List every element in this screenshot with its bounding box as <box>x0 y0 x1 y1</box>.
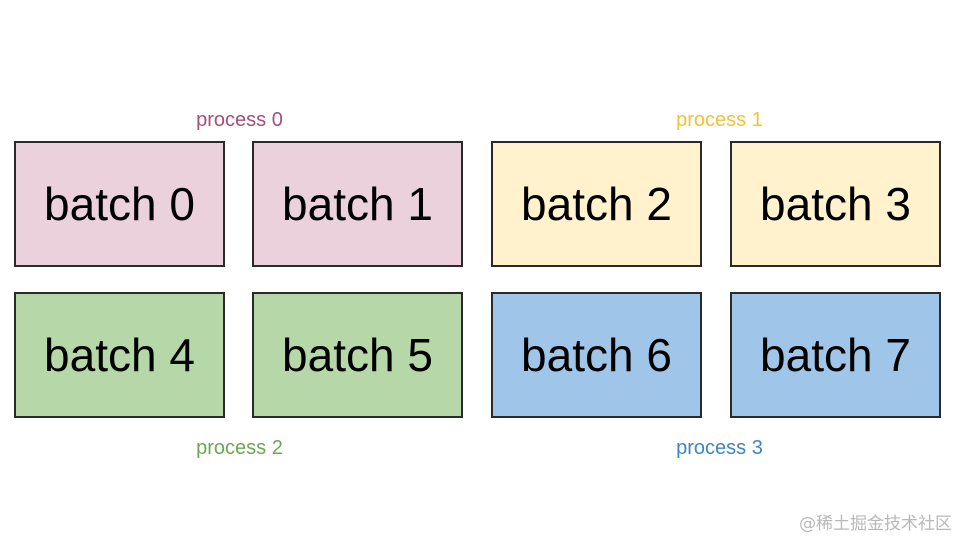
batch-1-label: batch 1 <box>282 178 433 230</box>
batch-0-box: batch 0 <box>14 141 225 267</box>
process-2-label: process 2 <box>196 437 283 459</box>
process-3-label: process 3 <box>676 437 763 459</box>
batch-4-label: batch 4 <box>44 329 195 381</box>
process-0-label: process 0 <box>196 109 283 131</box>
batch-2-box: batch 2 <box>491 141 702 267</box>
batch-1-box: batch 1 <box>252 141 463 267</box>
batch-0-label: batch 0 <box>44 178 195 230</box>
batch-7-box: batch 7 <box>730 292 941 418</box>
batch-6-label: batch 6 <box>521 329 672 381</box>
batch-4-box: batch 4 <box>14 292 225 418</box>
process-1-label: process 1 <box>676 109 763 131</box>
batch-2-label: batch 2 <box>521 178 672 230</box>
watermark: @稀土掘金技术社区 <box>799 514 952 534</box>
batch-5-box: batch 5 <box>252 292 463 418</box>
batch-3-label: batch 3 <box>760 178 911 230</box>
batch-6-box: batch 6 <box>491 292 702 418</box>
batch-5-label: batch 5 <box>282 329 433 381</box>
batch-3-box: batch 3 <box>730 141 941 267</box>
batch-7-label: batch 7 <box>760 329 911 381</box>
